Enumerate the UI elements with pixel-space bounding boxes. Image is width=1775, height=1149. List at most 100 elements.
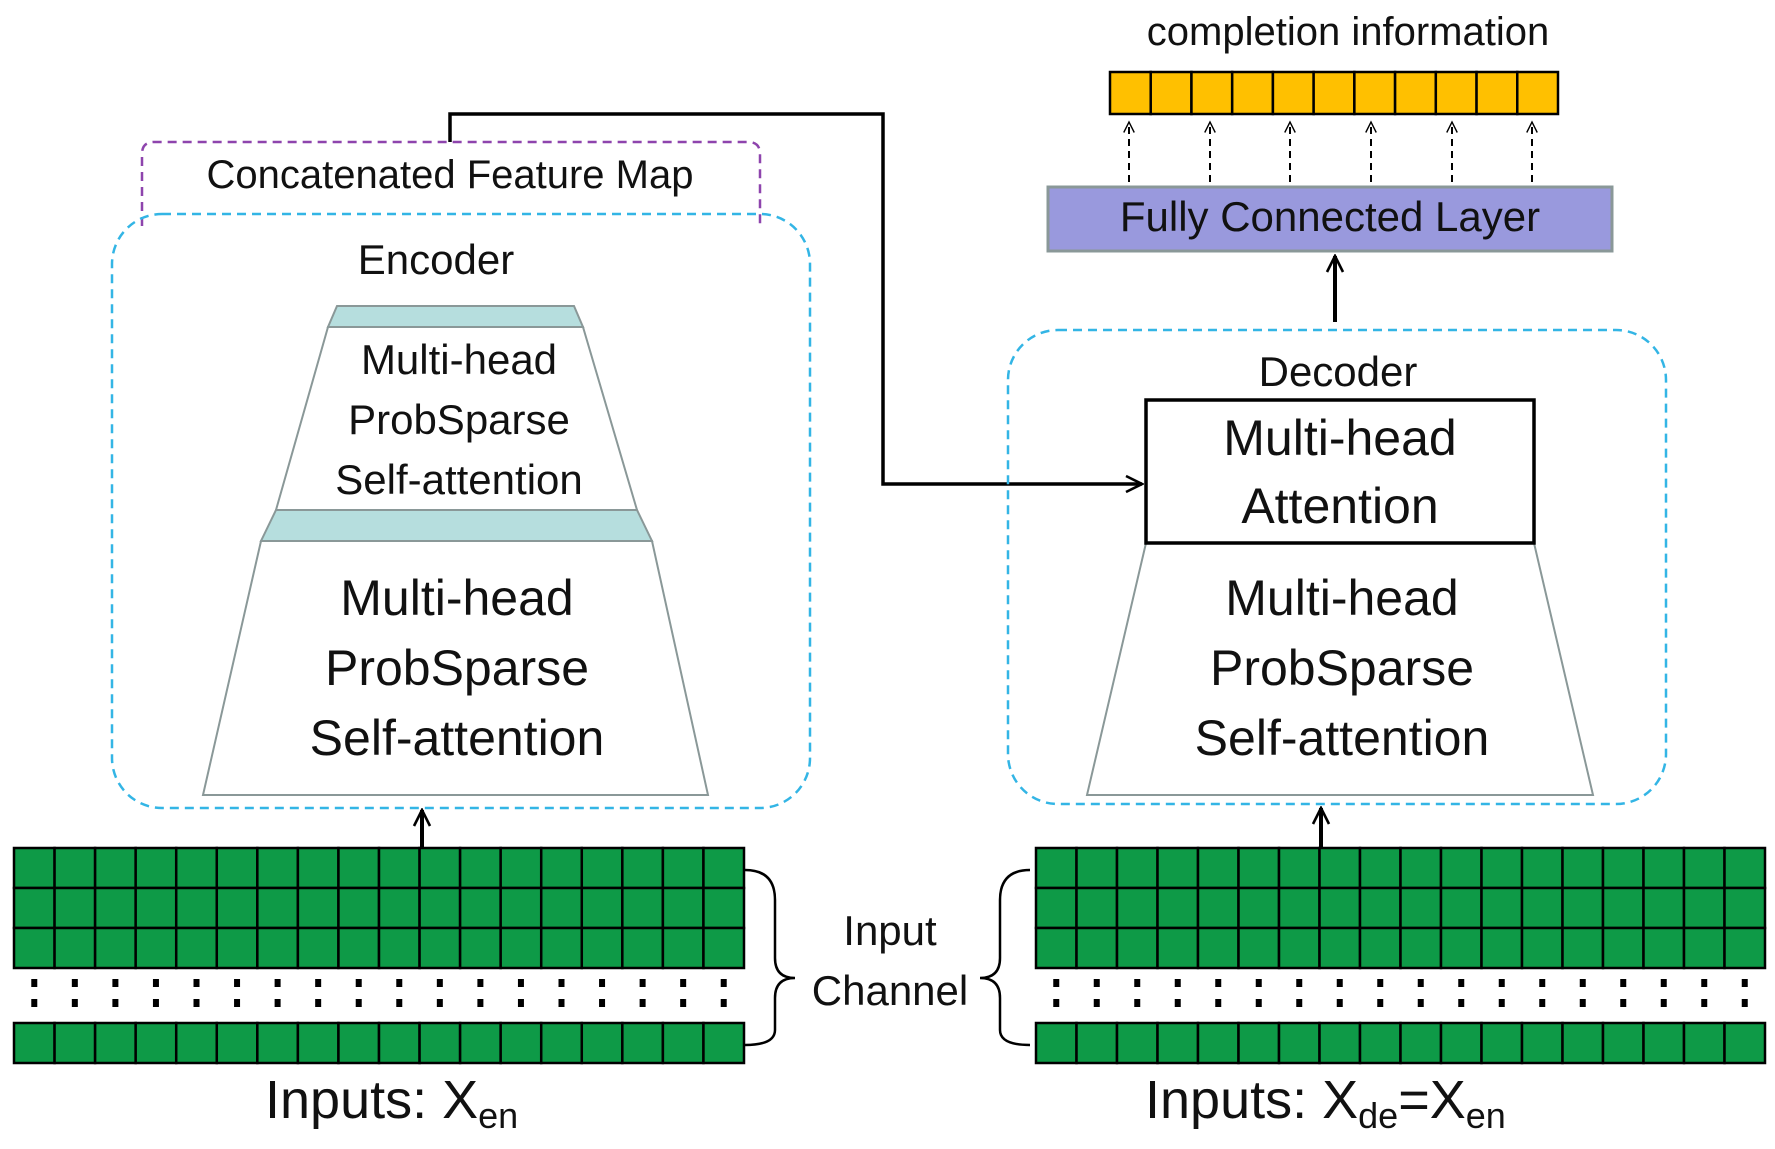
input-cell xyxy=(1237,1021,1281,1065)
ellipsis-dot xyxy=(1174,999,1181,1007)
input-cell xyxy=(621,1021,665,1065)
input-cell xyxy=(134,886,178,930)
ellipsis-dot xyxy=(193,979,200,987)
output-cell-row xyxy=(1108,70,1560,116)
encoder-top-block-line3: Self-attention xyxy=(335,456,583,503)
input-cell xyxy=(1237,886,1281,930)
input-cell xyxy=(499,1021,543,1065)
input-cell xyxy=(458,1021,502,1065)
ellipsis-dot xyxy=(1417,979,1424,987)
input-cell xyxy=(1439,886,1483,930)
input-cell xyxy=(539,886,584,930)
encoder-top-block-cap xyxy=(326,305,585,328)
input-cell xyxy=(377,846,421,890)
ellipsis-dot xyxy=(1296,979,1303,987)
input-cell xyxy=(1723,886,1767,930)
input-cell xyxy=(296,1021,340,1065)
ellipsis-dot xyxy=(1620,979,1627,987)
ellipsis-dot xyxy=(1215,999,1222,1007)
input-cell xyxy=(1115,846,1159,890)
ellipsis-dot xyxy=(315,999,322,1007)
input-cell xyxy=(1439,926,1483,970)
input-cell xyxy=(1682,886,1726,930)
input-cell xyxy=(1520,886,1564,930)
input-cell xyxy=(337,886,381,930)
ellipsis-dot xyxy=(639,979,646,987)
output-cell xyxy=(1353,70,1397,116)
input-cell xyxy=(174,886,219,930)
input-cell xyxy=(1642,926,1686,970)
ellipsis-dot xyxy=(1498,979,1505,987)
ellipsis-dot xyxy=(1215,979,1222,987)
input-cell xyxy=(1277,846,1321,890)
input-cell xyxy=(1075,926,1119,970)
input-cell xyxy=(1601,926,1645,970)
ellipsis-dot xyxy=(1093,999,1100,1007)
ellipsis-dot xyxy=(234,979,241,987)
input-cell xyxy=(1358,926,1402,970)
input-cell xyxy=(1075,1021,1119,1065)
ellipsis-dot xyxy=(517,979,524,987)
ellipsis-dot xyxy=(558,999,565,1007)
encoder-bottom-block-line2: ProbSparse xyxy=(325,640,589,696)
input-channel-line2: Channel xyxy=(812,967,968,1014)
input-cell xyxy=(539,1021,584,1065)
input-cell xyxy=(580,886,624,930)
input-cell xyxy=(621,846,665,890)
input-cell xyxy=(1034,846,1078,890)
right-channel-brace xyxy=(979,868,1031,1047)
concatenated-feature-map-box xyxy=(140,140,762,226)
input-cell xyxy=(1399,886,1443,930)
concatenated-feature-map-label: Concatenated Feature Map xyxy=(207,153,694,197)
input-cell xyxy=(256,1021,300,1065)
ellipsis-dot xyxy=(152,999,159,1007)
input-cell xyxy=(256,846,300,890)
ellipsis-dot xyxy=(1053,999,1060,1007)
ellipsis-dot xyxy=(558,979,565,987)
ellipsis-dot xyxy=(234,999,241,1007)
decoder-inputs-label: Inputs: Xde=Xen xyxy=(1145,1070,1506,1136)
ellipsis-dot xyxy=(315,979,322,987)
input-cell xyxy=(1075,846,1119,890)
input-cell xyxy=(377,1021,421,1065)
decoder-attention-line2: Attention xyxy=(1241,478,1438,534)
encoder-container xyxy=(110,212,812,810)
ellipsis-dot xyxy=(1174,979,1181,987)
input-cell xyxy=(174,846,219,890)
ellipsis-dot xyxy=(720,979,727,987)
input-cell xyxy=(1480,846,1524,890)
input-cell xyxy=(661,926,705,970)
ellipsis-dot xyxy=(1417,999,1424,1007)
input-cell xyxy=(93,846,137,890)
decoder-bottom-block-line2: ProbSparse xyxy=(1210,640,1474,696)
input-cell xyxy=(1156,886,1200,930)
ellipsis-dot xyxy=(436,999,443,1007)
input-cell xyxy=(1156,926,1200,970)
decoder-attention-line1: Multi-head xyxy=(1223,410,1456,466)
decoder-container xyxy=(1006,328,1668,806)
input-cell xyxy=(702,926,746,970)
input-cell xyxy=(1682,846,1726,890)
input-cell xyxy=(1439,1021,1483,1065)
input-cell xyxy=(458,926,502,970)
ellipsis-dot xyxy=(1498,999,1505,1007)
ellipsis-dot xyxy=(599,979,606,987)
input-cell xyxy=(93,1021,137,1065)
ellipsis-dot xyxy=(193,999,200,1007)
encoder-top-block-line1: Multi-head xyxy=(361,336,557,383)
input-cell xyxy=(256,926,300,970)
input-cell xyxy=(539,926,584,970)
input-cell xyxy=(1196,846,1240,890)
input-cell xyxy=(337,926,381,970)
ellipsis-dot xyxy=(517,999,524,1007)
input-cell xyxy=(702,886,746,930)
input-cell xyxy=(418,846,462,890)
ellipsis-dot xyxy=(1255,999,1262,1007)
ellipsis-dot xyxy=(477,979,484,987)
input-cell xyxy=(215,886,259,930)
input-cell xyxy=(1196,926,1240,970)
ellipsis-dot xyxy=(680,999,687,1007)
input-cell xyxy=(1601,886,1645,930)
input-cell xyxy=(621,926,665,970)
